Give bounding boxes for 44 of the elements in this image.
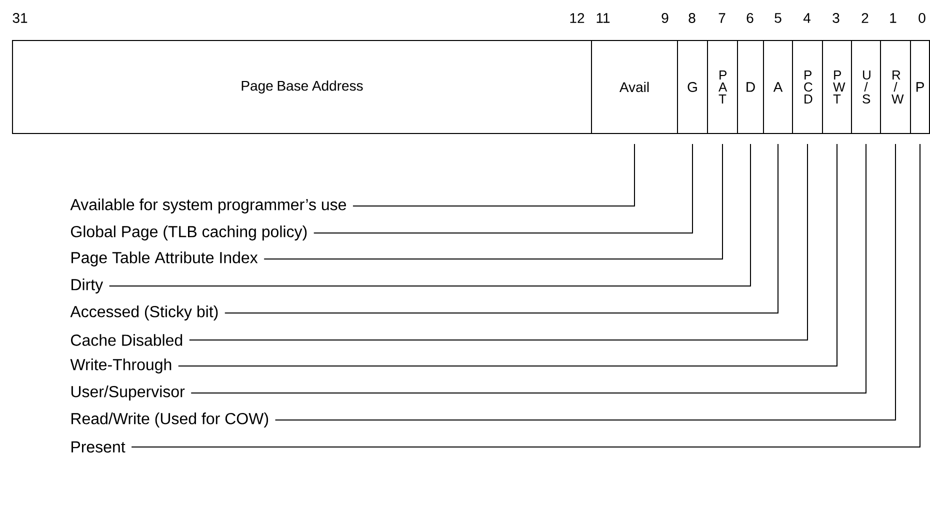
bit-number: 31 [12, 13, 28, 23]
bit-number: 6 [746, 13, 754, 23]
field-description: User/Supervisor [71, 386, 185, 400]
field-description: Global Page (TLB caching policy) [71, 226, 307, 240]
bit-field: R / W [880, 40, 911, 134]
field-description: Write-Through [70, 358, 172, 374]
leader-line [188, 144, 808, 340]
bit-number: 1 [890, 13, 896, 23]
bit-field: G [677, 40, 708, 134]
bit-number: 11 [596, 13, 610, 23]
address-field: Page Base Address [12, 40, 592, 134]
field-description: Available for system programmer’s use [70, 198, 346, 214]
bit-field: A [763, 40, 793, 134]
bit-number: 4 [803, 13, 810, 23]
bit-field: P W T [822, 40, 852, 134]
bit-number: 12 [570, 13, 584, 23]
leader-line [274, 144, 896, 420]
leader-line [313, 144, 693, 234]
bit-field: Avail [591, 40, 678, 134]
bit-field: U / S [851, 40, 881, 134]
leader-line [131, 144, 920, 448]
bit-field: P [910, 40, 930, 134]
bit-number: 9 [662, 13, 668, 23]
bit-number: 0 [918, 13, 926, 23]
bit-field: D [737, 40, 764, 134]
bit-number: 2 [862, 13, 868, 23]
bit-number: 8 [688, 13, 696, 23]
field-description: Page Table Attribute Index [72, 252, 258, 266]
bit-number: 5 [774, 13, 782, 23]
bit-number: 3 [832, 13, 840, 23]
leader-line [264, 144, 723, 260]
leader-line [178, 144, 838, 366]
field-description: Accessed (Sticky bit) [70, 306, 218, 320]
leader-line [108, 144, 751, 286]
leader-line [190, 144, 866, 394]
bit-field: P C D [792, 40, 823, 134]
bit-number: 7 [718, 13, 726, 23]
field-description: Present [72, 441, 126, 453]
field-description: Cache Disabled [71, 334, 182, 346]
leader-line [352, 144, 635, 206]
field-description: Read/Write (Used for COW) [72, 412, 268, 428]
bit-field: P A T [707, 40, 738, 134]
field-description: Dirty [72, 278, 104, 294]
leader-line [224, 144, 778, 314]
